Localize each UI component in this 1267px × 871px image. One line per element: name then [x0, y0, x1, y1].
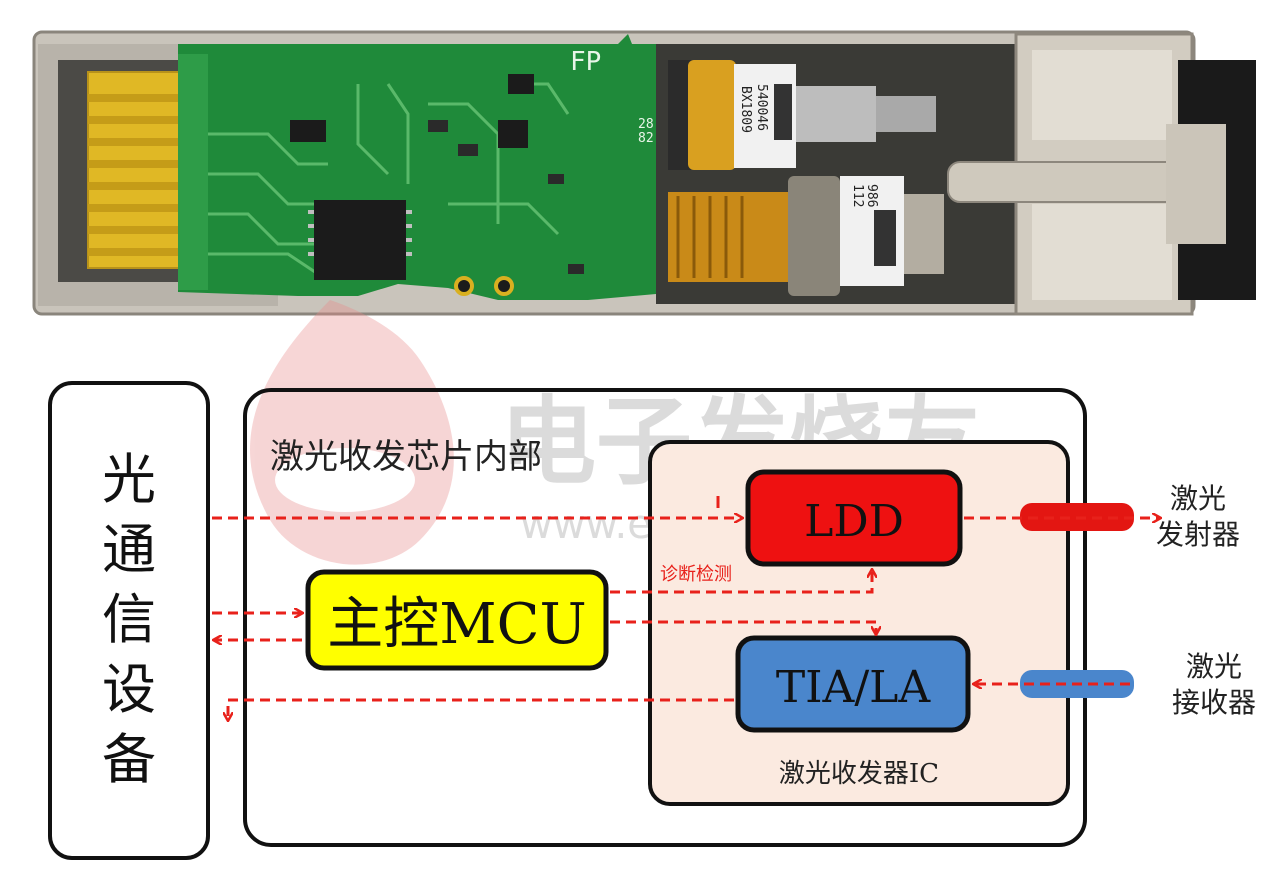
latch-lower: [1032, 204, 1172, 300]
rosa-label-text-2: 986: [864, 184, 879, 207]
via-2: [494, 276, 514, 296]
sfp-module-photo: FP BX1809 540046 28 82 112 986: [32, 30, 1256, 316]
tosa-side-text-2: 82: [638, 131, 654, 146]
mcu-chip: [314, 200, 406, 280]
bail-clip: [1166, 124, 1226, 244]
mcu-label: 主控MCU: [327, 592, 586, 657]
rosa-flex-lines: [676, 196, 744, 278]
optical-device-box: [48, 381, 210, 860]
passive-3: [548, 174, 564, 184]
device-label-char: 备: [102, 728, 156, 791]
laser-emitter-label: 激光 发射器: [1156, 482, 1240, 551]
watermark-flame-inner: [275, 448, 415, 512]
tosa-body: [688, 60, 736, 170]
rosa-barrel: [904, 194, 944, 274]
passive-2: [458, 144, 478, 156]
tosa-barrel: [796, 86, 876, 142]
rosa-flex: [668, 192, 788, 282]
emitter-label-line: 激光: [1170, 482, 1226, 515]
mcu-to-tia-arrow: [610, 620, 876, 634]
ldd-label: LDD: [804, 496, 904, 547]
device-label-char: 设: [102, 658, 156, 721]
via-1: [454, 276, 474, 296]
device-label-char: 信: [102, 588, 156, 651]
tosa-side-text-1: 28: [638, 117, 654, 132]
tia-to-device-arrow: [228, 698, 734, 720]
diagnostic-label: 诊断检测: [660, 564, 732, 585]
optical-device-label: 光 通 信 设 备: [102, 448, 156, 791]
chip-internal-box: [243, 388, 1087, 847]
mcu-to-ldd-arrow: [610, 570, 872, 594]
watermark-flame-icon: [250, 300, 454, 565]
emitter-label-line: 发射器: [1156, 518, 1240, 551]
chip-internal-label: 激光收发芯片内部: [270, 437, 542, 477]
tosa-ferrule: [876, 96, 936, 132]
rosa-body: [788, 176, 840, 296]
signal-arrows: [212, 496, 1160, 720]
connector-fingers: [88, 94, 188, 256]
small-ic-1: [290, 120, 326, 142]
tosa-label-text-1: BX1809: [738, 86, 753, 133]
ldd-block: [745, 469, 963, 567]
tia-la-block: [735, 635, 971, 733]
rosa-datamatrix: [874, 210, 896, 266]
pcb-marking: FP: [570, 47, 601, 77]
laser-receiver-label: 激光 接收器: [1172, 650, 1256, 719]
tia-la-label: TIA/LA: [776, 662, 932, 713]
tosa-datamatrix: [774, 84, 792, 140]
chip-pins: [308, 210, 412, 256]
device-label-char: 通: [102, 518, 156, 581]
latch-upper: [1032, 50, 1172, 140]
tosa-label-text-2: 540046: [754, 84, 769, 131]
device-label-char: 光: [102, 448, 156, 511]
receiver-label-line: 激光: [1186, 650, 1242, 683]
small-ic-2: [498, 120, 528, 148]
passive-1: [428, 120, 448, 132]
passive-4: [568, 264, 584, 274]
small-ic-3: [508, 74, 534, 94]
receiver-label-line: 接收器: [1172, 686, 1256, 719]
transceiver-ic-label: 激光收发器IC: [779, 759, 939, 789]
pcb-edge: [178, 54, 208, 290]
pcb-board: [178, 34, 656, 300]
rosa-label-text-1: 112: [850, 184, 865, 207]
mcu-block: [305, 569, 609, 671]
